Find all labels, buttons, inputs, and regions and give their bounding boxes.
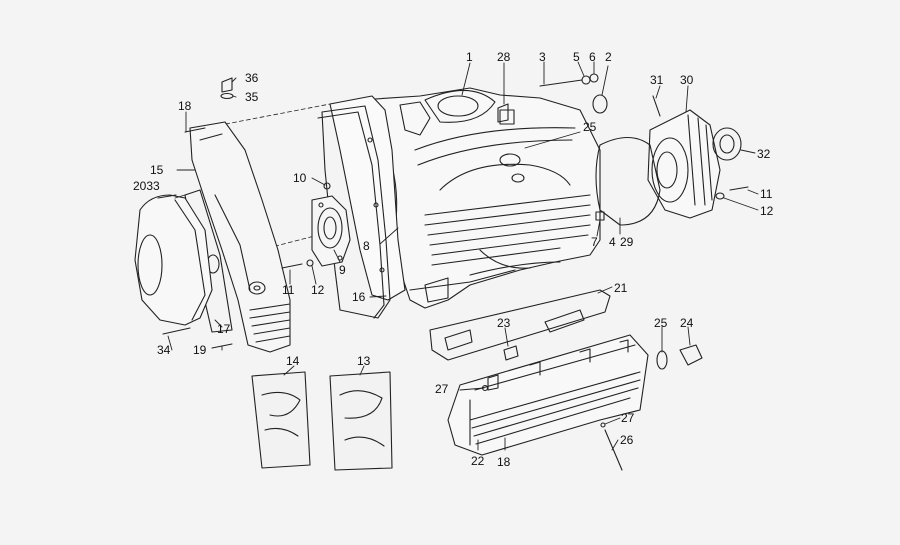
plug-2 (592, 94, 608, 114)
callout-25-upper: 25 (583, 120, 597, 134)
callout-11-left: 11 (282, 283, 295, 297)
callout-1: 1 (466, 50, 473, 64)
seal-ring (712, 127, 742, 161)
callout-29: 29 (620, 235, 634, 249)
bolt-26 (604, 429, 623, 471)
callout-27-right: 27 (621, 411, 635, 425)
callout-31: 31 (650, 73, 664, 87)
callout-11-right: 11 (760, 187, 773, 201)
callout-9: 9 (339, 263, 346, 277)
callout-12-right: 12 (760, 204, 774, 218)
washer-12 (715, 192, 725, 200)
washer-35 (220, 92, 234, 100)
callout-16: 16 (352, 290, 366, 304)
callout-2: 2 (605, 50, 612, 64)
outer-cover (134, 194, 213, 326)
screw-18-upper (184, 127, 206, 133)
callout-8: 8 (363, 239, 370, 253)
callout-18-upper: 18 (178, 99, 192, 113)
callout-28: 28 (497, 50, 511, 64)
callout-35: 35 (245, 90, 259, 104)
callout-36: 36 (245, 71, 259, 85)
callout-23: 23 (497, 316, 511, 330)
callout-27-left: 27 (435, 382, 449, 396)
gasket-kit-bag-13 (329, 371, 393, 471)
breather-28 (497, 103, 509, 123)
callout-22: 22 (471, 454, 485, 468)
bolt-11-left (281, 263, 303, 269)
crankcase-block (359, 87, 601, 309)
oil-sump (447, 334, 649, 456)
washer-25 (656, 350, 668, 370)
callout-25-lower: 25 (654, 316, 668, 330)
washer-12-left (306, 259, 314, 267)
callout-3: 3 (539, 50, 546, 64)
leader-lines (167, 61, 759, 451)
callout-18-lower: 18 (497, 455, 511, 469)
callout-24: 24 (680, 316, 694, 330)
callout-5: 5 (573, 50, 580, 64)
plug-24 (679, 344, 703, 366)
screw-36 (221, 77, 233, 93)
callout-32: 32 (757, 147, 771, 161)
callout-30: 30 (680, 73, 694, 87)
timing-cover (189, 121, 291, 353)
front-cover (317, 95, 406, 319)
bearing-housing (311, 195, 351, 267)
sump-gasket (429, 289, 611, 361)
washer-5 (581, 75, 591, 85)
bell-housing (647, 109, 721, 219)
callout-4: 4 (609, 235, 616, 249)
callout-12-left: 12 (311, 283, 325, 297)
stud-31 (652, 95, 661, 117)
callout-26: 26 (620, 433, 634, 447)
callout-21: 21 (614, 281, 628, 295)
nut-6 (589, 73, 599, 83)
callout-34: 34 (157, 343, 171, 357)
callout-19: 19 (193, 343, 207, 357)
callout-14: 14 (286, 354, 300, 368)
pin-3 (539, 79, 583, 87)
callout-13: 13 (357, 354, 371, 368)
callout-6: 6 (589, 50, 596, 64)
callout-17: 17 (217, 322, 231, 336)
callout-10: 10 (293, 171, 307, 185)
bolt-11 (729, 186, 749, 191)
bell-gasket (595, 136, 661, 226)
drain-plug-23 (503, 345, 519, 361)
screw-34 (162, 327, 191, 335)
callout-2033: 2033 (133, 179, 160, 193)
washer-27-right (600, 422, 606, 428)
plug-10 (323, 182, 331, 190)
callout-15: 15 (150, 163, 164, 177)
gasket-kit-bag-14 (251, 371, 311, 469)
callout-7: 7 (591, 235, 598, 249)
